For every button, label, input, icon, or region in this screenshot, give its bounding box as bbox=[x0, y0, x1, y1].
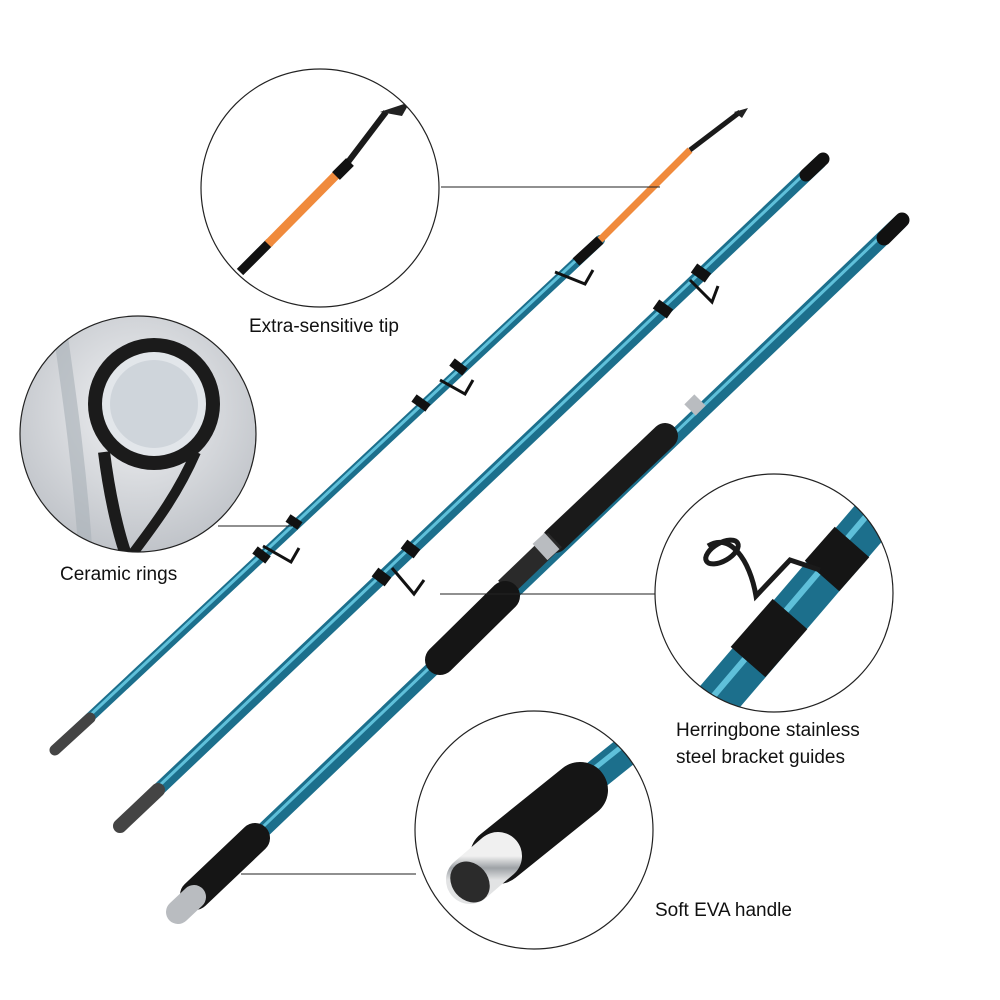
caption-line: Soft EVA handle bbox=[655, 900, 792, 921]
callout-circle-rings bbox=[19, 315, 257, 553]
caption-line: Ceramic rings bbox=[60, 564, 178, 585]
caption-ceramic-rings: Ceramic rings bbox=[60, 561, 177, 588]
rod-section-butt bbox=[166, 212, 910, 924]
caption-extra-sensitive-tip: Extra-sensitive tip bbox=[249, 313, 399, 340]
caption-line: Herringbone stainless bbox=[676, 720, 860, 741]
caption-line: Extra-sensitive tip bbox=[249, 316, 399, 337]
caption-line: steel bracket guides bbox=[676, 747, 845, 768]
callout-circle-tip bbox=[200, 68, 440, 308]
callout-circle-guides bbox=[654, 473, 894, 713]
caption-bracket-guides: Herringbone stainless steel bracket guid… bbox=[676, 717, 860, 771]
rod-section-tip bbox=[49, 108, 748, 756]
caption-eva-handle: Soft EVA handle bbox=[655, 897, 792, 924]
guide-rings-tip bbox=[252, 269, 595, 565]
callout-leader-lines bbox=[218, 186, 660, 875]
guide-rings-mid bbox=[371, 263, 720, 597]
callout-circle-handle bbox=[414, 710, 654, 950]
